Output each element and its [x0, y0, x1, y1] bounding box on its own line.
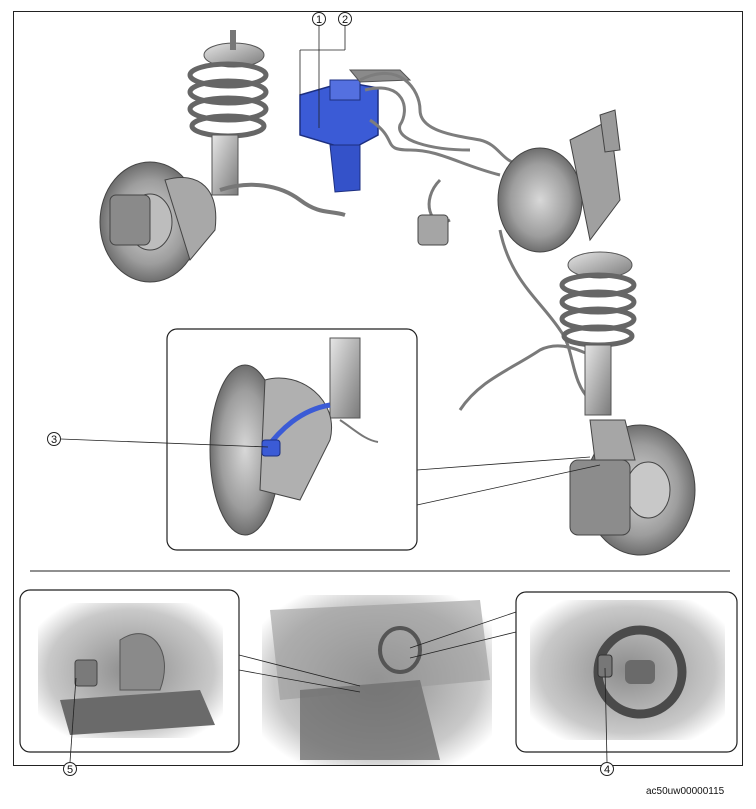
callout-3: 3	[47, 432, 269, 448]
figure-code: ac50uw00000115	[646, 786, 725, 797]
callout-2: 2	[299, 12, 352, 95]
brake-booster	[497, 109, 621, 253]
callout-4: 4	[600, 667, 614, 776]
callout-4-label: 4	[604, 764, 610, 776]
callout-5-label: 5	[67, 764, 73, 776]
sensor-bracket	[417, 214, 449, 246]
callout-5: 5	[63, 677, 77, 776]
inset-wheel-speed-sensor	[166, 328, 418, 551]
inset-console-switch	[19, 589, 240, 753]
callout-1-label: 1	[316, 14, 322, 26]
left-front-strut	[187, 30, 269, 196]
chassis-overview	[99, 30, 696, 556]
dsc-off-switch	[74, 659, 98, 687]
dsc-hu-unit	[299, 69, 412, 193]
left-harness	[219, 182, 346, 217]
inset-steering-wheel	[515, 591, 738, 753]
right-front-brake-disc	[569, 419, 696, 556]
right-front-strut	[559, 251, 637, 416]
wheel-speed-sensor	[261, 439, 281, 457]
left-front-brake-disc	[99, 161, 217, 283]
cabin-view	[262, 595, 492, 765]
brake-pipes	[359, 72, 521, 177]
callout-3-label: 3	[51, 434, 57, 446]
callout-1: 1	[312, 12, 326, 128]
callout-2-label: 2	[342, 14, 348, 26]
